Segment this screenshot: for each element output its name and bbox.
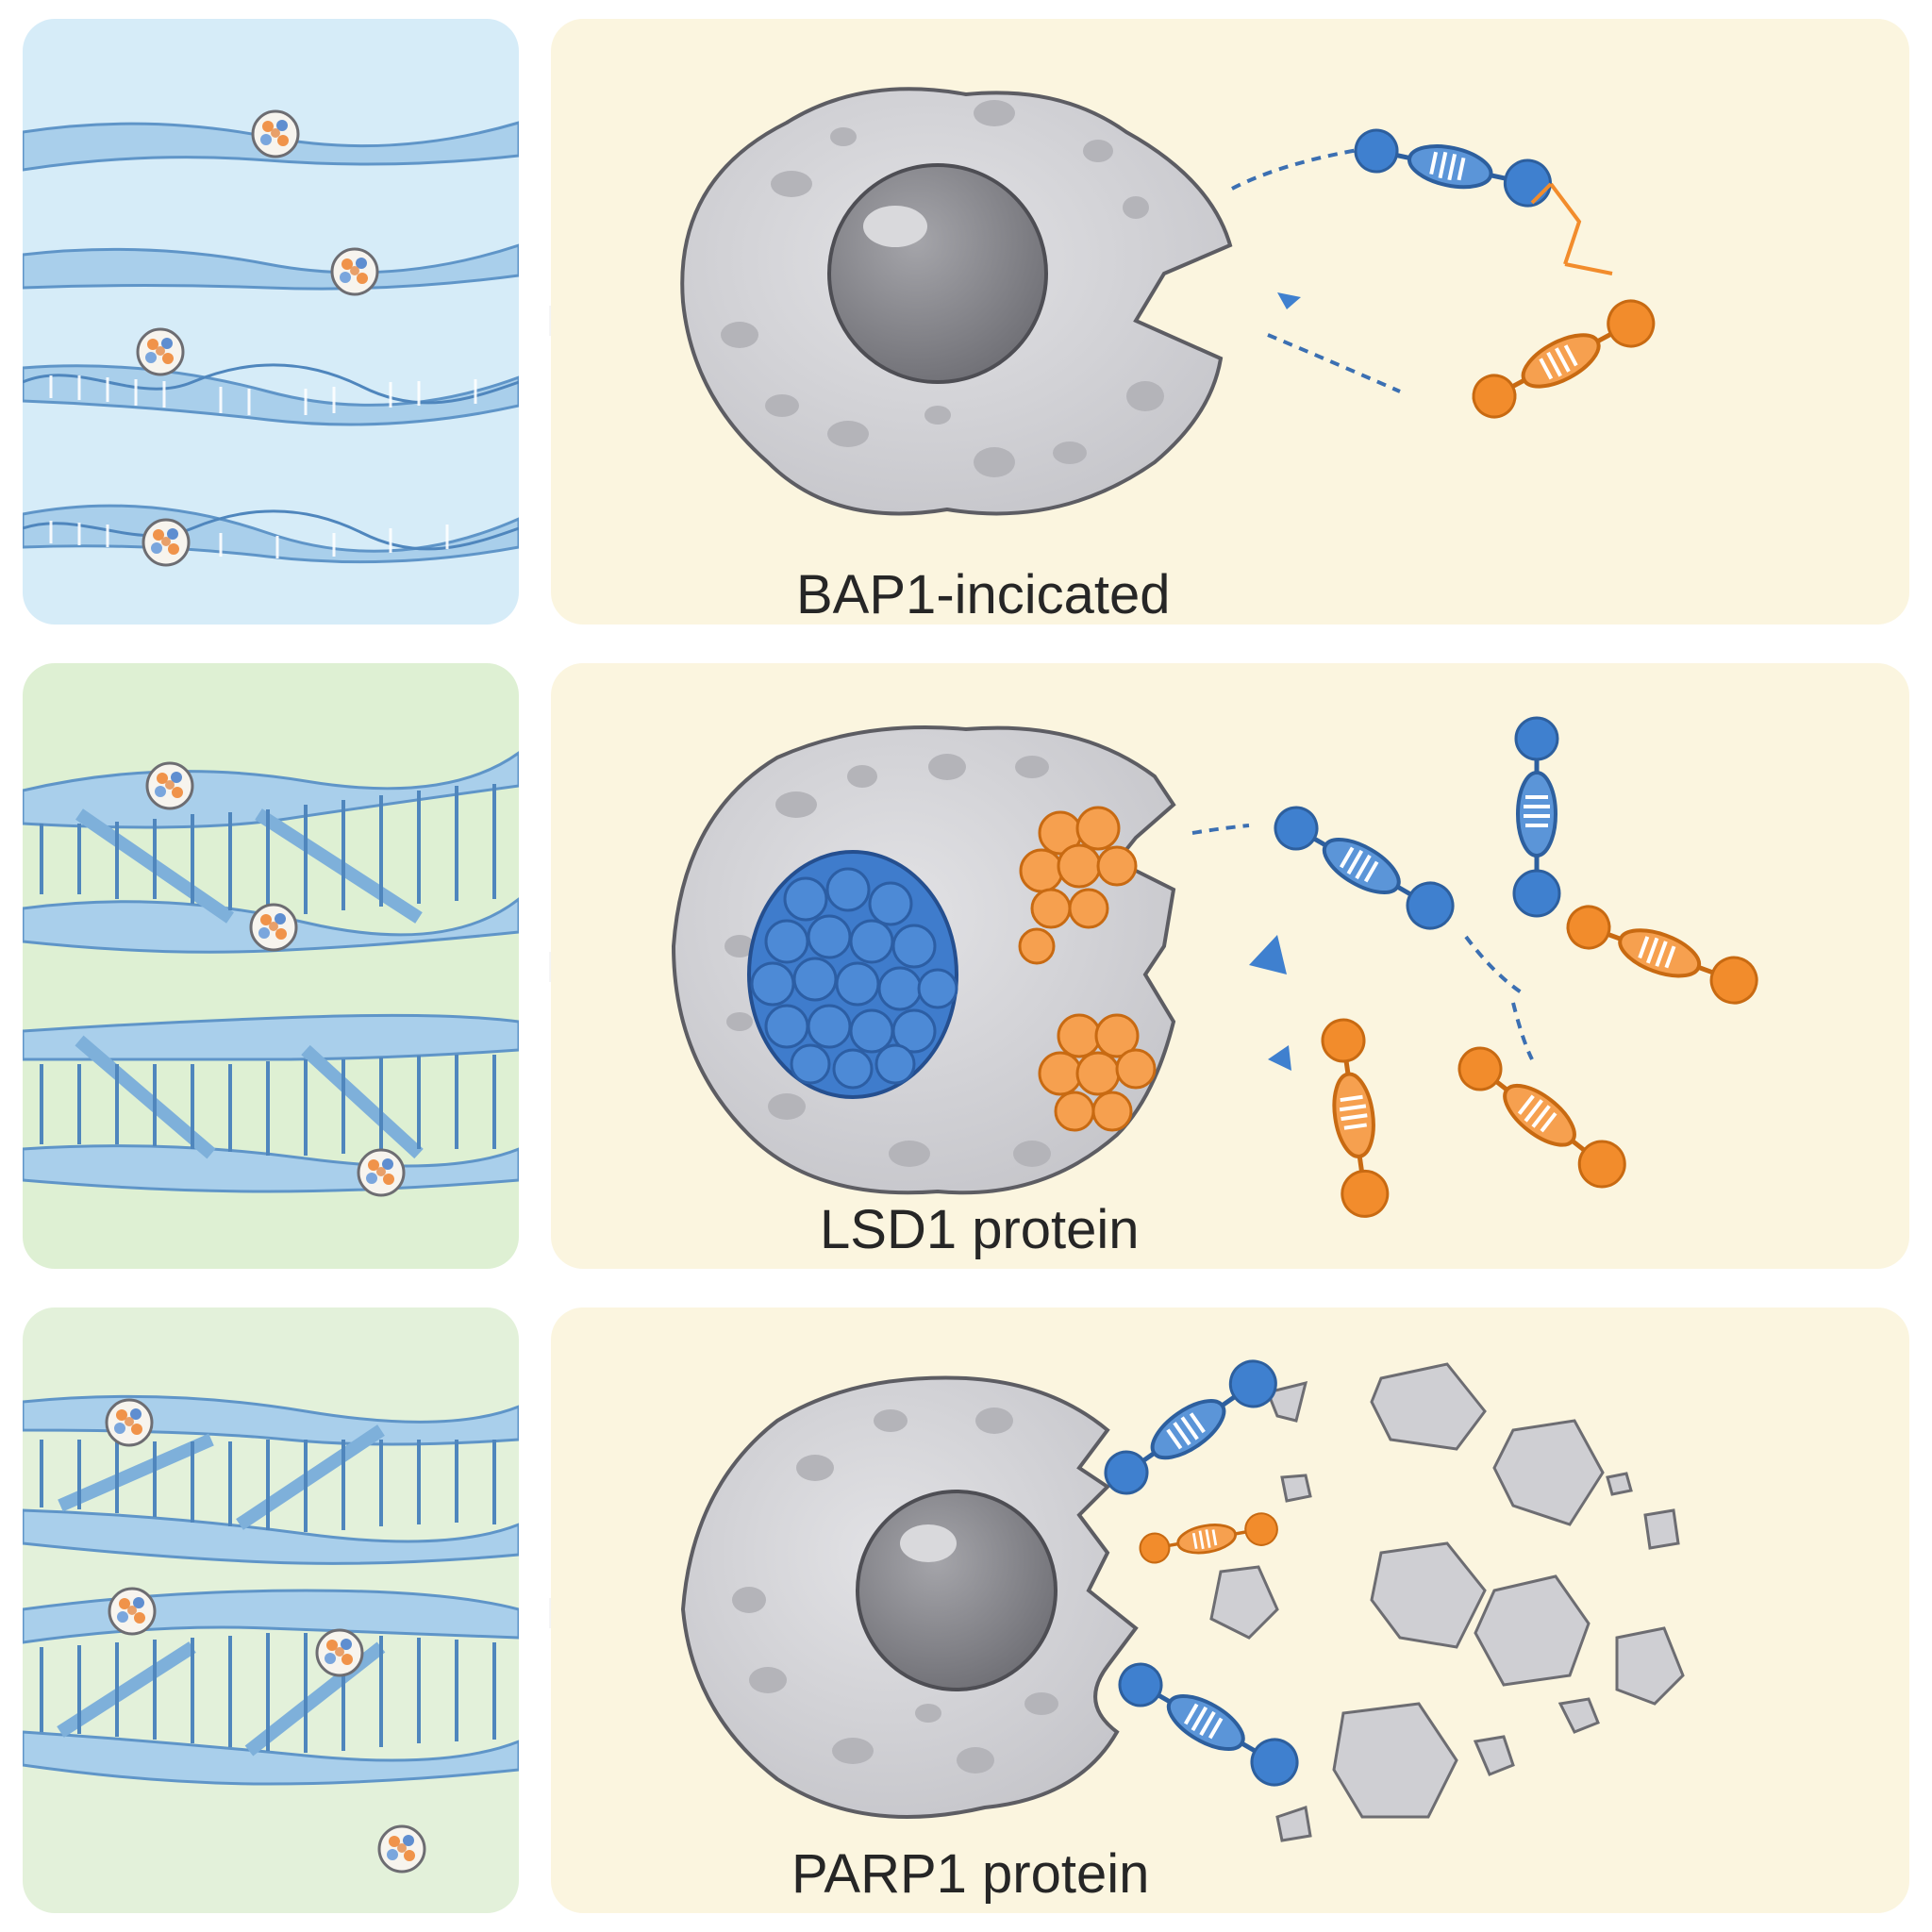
particle-bubble-icon: [377, 1824, 426, 1874]
antibody-icon: [1514, 718, 1559, 916]
cell-illustration: BAP1-incicated: [680, 87, 1909, 625]
row-3-label: PARP1 protein: [791, 1843, 1149, 1905]
particle-bubble-icon: [108, 1587, 157, 1636]
particle-bubble-icon: [145, 761, 194, 810]
antibody-icon: [1450, 1039, 1634, 1196]
particle-bubble-icon: [136, 327, 185, 376]
antibody-icon: [1267, 798, 1461, 937]
particle-bubble-icon: [249, 903, 298, 952]
dna-strands-illustration: [23, 751, 519, 1197]
antibody-icon: [1111, 1655, 1306, 1793]
antibody-icon: [1351, 125, 1554, 210]
particle-bubble-icon: [142, 518, 191, 567]
right-panel-row-2: LSD1 protein: [551, 663, 1909, 1269]
antibody-icon: [1561, 899, 1763, 1009]
right-panel-row-1: BAP1-incicated: [551, 19, 1909, 625]
dna-strand-icon: [23, 751, 519, 1193]
antibody-icon: [1465, 293, 1661, 426]
particle-bubble-icon: [315, 1628, 364, 1677]
dna-strand-icon: [23, 121, 519, 564]
right-panel-row-3: PARP1 protein: [551, 1307, 1909, 1913]
antibody-icon: [1096, 1353, 1285, 1504]
left-panel-row-2: [23, 663, 519, 1269]
nucleus-icon: [827, 163, 1048, 384]
particle-bubble-icon: [357, 1148, 406, 1197]
row-2-label: LSD1 protein: [820, 1199, 1140, 1260]
particle-bubble-icon: [105, 1398, 154, 1447]
cell-illustration: LSD1 protein: [671, 663, 1909, 1260]
cell-illustration: PARP1 protein: [680, 1307, 1685, 1905]
particle-bubble-icon: [251, 109, 300, 158]
particle-bubble-icon: [330, 247, 379, 296]
cell-fragment-icon: [1209, 1362, 1685, 1842]
row-1-label: BAP1-incicated: [796, 564, 1171, 625]
left-panel-row-1: [23, 19, 519, 625]
left-panel-row-3: [23, 1307, 519, 1913]
nucleus-icon: [856, 1490, 1058, 1691]
dna-strands-illustration: [23, 1394, 519, 1874]
dna-strand-icon: [23, 1394, 519, 1786]
antibody-icon: [1318, 1017, 1391, 1220]
antibody-icon: [1136, 1508, 1282, 1568]
dna-strands-illustration: [23, 109, 519, 567]
nucleus-icon: [747, 850, 958, 1099]
